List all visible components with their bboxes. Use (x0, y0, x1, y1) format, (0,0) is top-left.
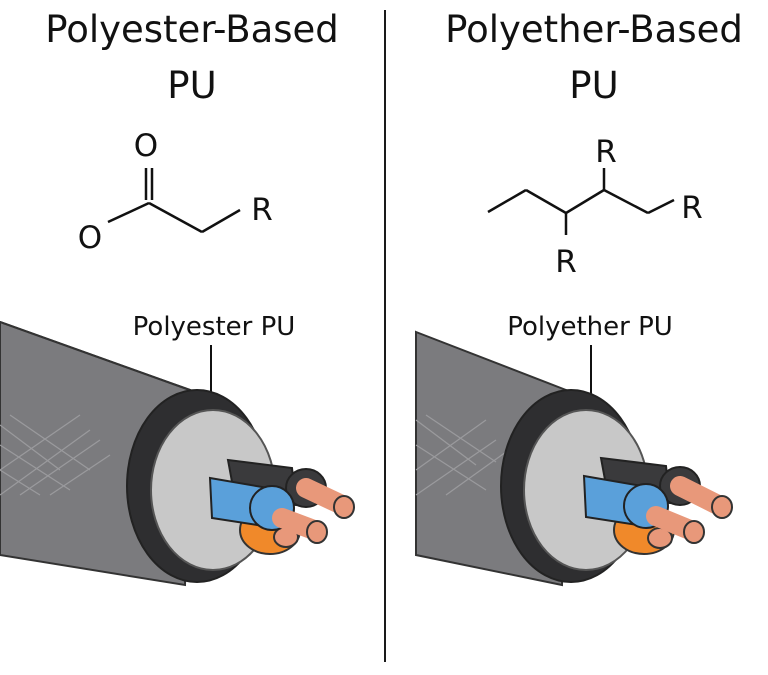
jacket-mesh-pattern (0, 414, 111, 496)
formula-group-r-top: R (595, 134, 617, 170)
polyether-cable (415, 330, 733, 587)
polyester-diagram: O O R Polyester PU (0, 128, 355, 587)
formula-group-r: R (251, 192, 273, 228)
polyether-title: Polyether-Based PU (386, 2, 768, 114)
polyether-title-line1: Polyether-Based (445, 8, 743, 51)
polyester-panel: Polyester-Based PU O O R Polyester PU (0, 2, 384, 587)
formula-atom-o-left: O (78, 220, 102, 256)
polyester-title: Polyester-Based PU (0, 2, 384, 114)
polyether-title-line2: PU (569, 64, 619, 107)
polyether-cable-label: Polyether PU (507, 312, 673, 342)
polyester-structural-formula (107, 168, 241, 234)
panel-divider (384, 10, 386, 662)
jacket-mesh-pattern (415, 414, 507, 496)
formula-group-r-right: R (681, 190, 703, 226)
chain-bond-1 (487, 188, 527, 214)
polyester-cable (0, 320, 355, 587)
formula-group-r-bottom: R (555, 244, 577, 280)
formula-atom-o-top: O (134, 128, 158, 164)
ester-bond (107, 201, 150, 224)
black-core (599, 456, 733, 519)
polyester-title-line1: Polyester-Based (45, 8, 339, 51)
polyester-cable-label: Polyester PU (133, 312, 296, 342)
blue-core (582, 474, 705, 544)
blue-core (208, 476, 328, 544)
polyether-panel: Polyether-Based PU R R R Polyether PU (386, 0, 768, 675)
backbone-bond-2 (201, 208, 241, 234)
polyether-structural-formula (487, 168, 675, 235)
polyether-diagram: R R R Polyether PU (415, 134, 733, 587)
polyester-title-line2: PU (167, 64, 217, 107)
backbone-bond-1 (148, 201, 203, 234)
